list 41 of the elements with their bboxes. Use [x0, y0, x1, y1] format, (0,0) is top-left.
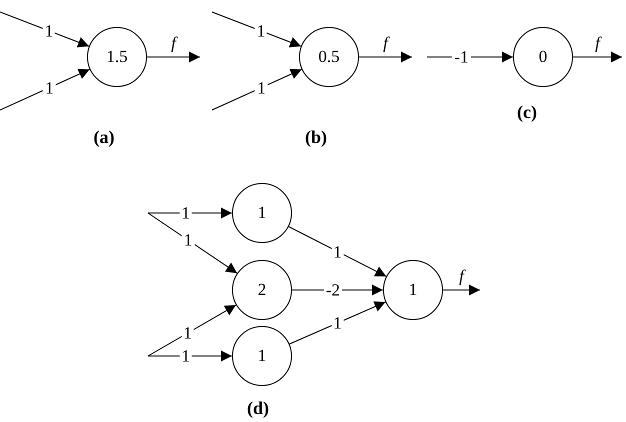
arrow — [148, 208, 232, 218]
activation-label: f — [594, 34, 602, 52]
arrow — [288, 226, 387, 277]
threshold-value: 1.5 — [106, 46, 128, 68]
threshold-value: 2 — [258, 279, 266, 302]
activation-label: f — [382, 34, 390, 52]
arrow — [146, 52, 200, 62]
weight-label: 1 — [331, 243, 344, 260]
panel-label: (b) — [305, 128, 327, 146]
weight-label: -1 — [452, 48, 470, 66]
arrow — [426, 52, 514, 62]
threshold-value: 0 — [538, 46, 548, 68]
activation-label: f — [170, 34, 178, 52]
panel-label: (a) — [94, 128, 114, 146]
threshold-value: 1 — [258, 202, 266, 224]
arrow — [442, 284, 480, 296]
arrow — [212, 68, 302, 110]
arrow — [358, 52, 412, 62]
arrow — [212, 12, 302, 48]
weight-label: 1 — [43, 79, 56, 96]
arrow — [289, 301, 386, 344]
arrow — [148, 304, 237, 356]
panel-label: (c) — [517, 103, 537, 121]
activation-label: f — [458, 268, 466, 284]
threshold-value: 0.5 — [318, 46, 340, 68]
weight-label: 1 — [331, 314, 344, 332]
panel-label: (d) — [247, 399, 269, 417]
arrow — [572, 52, 622, 62]
arrow — [0, 12, 90, 48]
weight-label: 1 — [180, 348, 192, 364]
arrow — [148, 350, 232, 362]
weight-label: 1 — [42, 22, 56, 40]
weight-label: -2 — [324, 282, 342, 298]
weight-label: 1 — [254, 22, 268, 40]
weight-label: 1 — [255, 79, 268, 96]
arrow — [0, 68, 90, 110]
threshold-value: 1 — [258, 345, 266, 368]
weight-label: 1 — [180, 204, 192, 222]
arrow — [292, 284, 384, 296]
threshold-value: 1 — [408, 279, 418, 302]
arrow — [148, 212, 238, 274]
